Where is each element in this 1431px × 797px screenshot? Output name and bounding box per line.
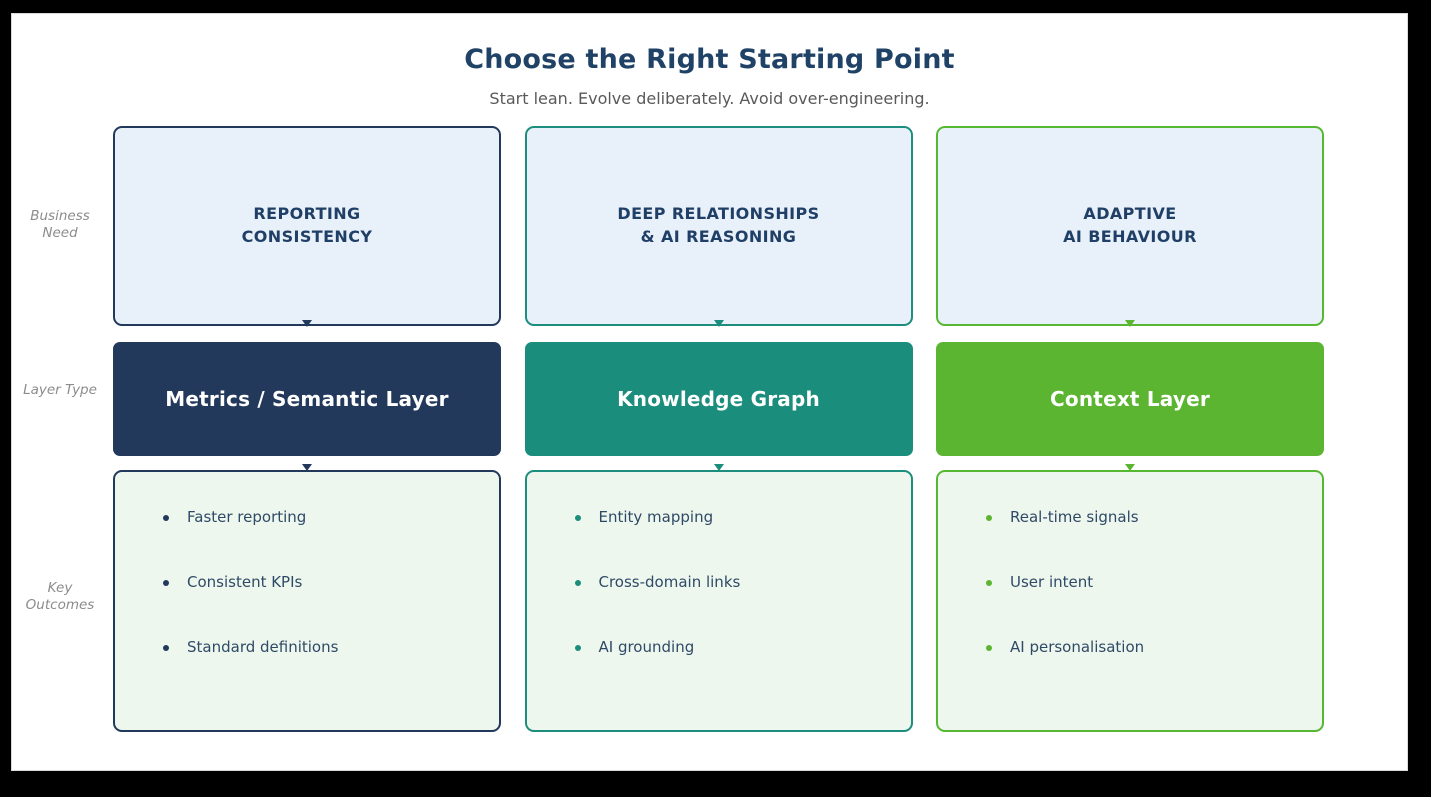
bullet-icon (574, 515, 581, 521)
list-item: Entity mapping (574, 508, 911, 526)
outcome-card-context-layer[interactable]: Real-time signals User intent AI persona… (936, 470, 1324, 732)
column-context-layer: ADAPTIVE AI BEHAVIOUR (936, 126, 1324, 327)
list-item: User intent (986, 573, 1322, 591)
list-item: Faster reporting (163, 508, 499, 526)
layer-bar-label: Knowledge Graph (617, 387, 820, 411)
slide-panel: Choose the Right Starting Point Start le… (12, 14, 1407, 770)
layer-bar-label: Metrics / Semantic Layer (165, 387, 449, 411)
layer-cell-knowledge-graph: Knowledge Graph (524, 342, 913, 471)
need-card-deep-relationships[interactable]: DEEP RELATIONSHIPS & AI REASONING (524, 126, 913, 327)
bullet-icon (163, 515, 169, 521)
bullet-icon (986, 515, 992, 521)
column-knowledge-graph: DEEP RELATIONSHIPS & AI REASONING (524, 126, 913, 327)
list-item: Consistent KPIs (163, 573, 499, 591)
row-key-outcomes: Key Outcomes Faster reporting Consistent… (12, 470, 1407, 732)
outcome-cell-metrics: Faster reporting Consistent KPIs Standar… (113, 470, 501, 732)
list-item: Real-time signals (986, 508, 1322, 526)
list-item: AI personalisation (986, 638, 1322, 656)
layer-bar-knowledge-graph[interactable]: Knowledge Graph (524, 342, 913, 471)
bullet-icon (163, 580, 169, 586)
row-layer-type: Layer Type Metrics / Semantic Layer Know… (12, 342, 1407, 471)
row-business-need: Business Need REPORTING CONSISTENCY DEEP… (12, 126, 1407, 327)
list-item: AI grounding (574, 638, 911, 656)
layer-bar-context-layer[interactable]: Context Layer (936, 342, 1324, 471)
outcome-cell-knowledge-graph: Entity mapping Cross-domain links AI gro… (524, 470, 913, 732)
outcome-label: Entity mapping (598, 508, 714, 526)
comparison-grid: Business Need REPORTING CONSISTENCY DEEP… (12, 126, 1407, 732)
outcome-label: Real-time signals (1010, 508, 1139, 526)
outcome-label: AI grounding (598, 638, 695, 656)
need-card-adaptive-ai-behaviour[interactable]: ADAPTIVE AI BEHAVIOUR (936, 126, 1324, 327)
outcome-label: Faster reporting (187, 508, 307, 526)
outcome-label: Standard definitions (187, 638, 339, 656)
list-item: Standard definitions (163, 638, 499, 656)
outcome-label: User intent (1010, 573, 1094, 591)
bullet-icon (574, 580, 581, 586)
bullet-icon (574, 645, 581, 651)
column-metrics-semantic-layer: REPORTING CONSISTENCY (113, 126, 501, 327)
outcome-label: Consistent KPIs (187, 573, 303, 591)
outcome-card-knowledge-graph[interactable]: Entity mapping Cross-domain links AI gro… (524, 470, 913, 732)
need-card-label: REPORTING CONSISTENCY (241, 204, 373, 246)
outcome-card-metrics-semantic-layer[interactable]: Faster reporting Consistent KPIs Standar… (113, 470, 501, 732)
layer-cell-context-layer: Context Layer (936, 342, 1324, 471)
need-card-label: DEEP RELATIONSHIPS & AI REASONING (617, 204, 820, 246)
need-card-reporting-consistency[interactable]: REPORTING CONSISTENCY (113, 126, 501, 327)
layer-bar-metrics-semantic-layer[interactable]: Metrics / Semantic Layer (113, 342, 501, 471)
need-card-label: ADAPTIVE AI BEHAVIOUR (1063, 204, 1197, 246)
bullet-icon (986, 580, 992, 586)
page-title: Choose the Right Starting Point (464, 44, 955, 75)
outcome-label: Cross-domain links (598, 573, 741, 591)
outcome-cell-context-layer: Real-time signals User intent AI persona… (936, 470, 1324, 732)
bullet-icon (163, 645, 169, 651)
bullet-icon (986, 645, 992, 651)
row-label-layer-type: Layer Type (23, 382, 97, 398)
list-item: Cross-domain links (574, 573, 911, 591)
page-subtitle: Start lean. Evolve deliberately. Avoid o… (489, 89, 930, 108)
row-label-business-need: Business Need (30, 208, 90, 241)
layer-bar-label: Context Layer (1050, 387, 1210, 411)
outcome-label: AI personalisation (1010, 638, 1145, 656)
layer-cell-metrics: Metrics / Semantic Layer (113, 342, 501, 471)
row-label-key-outcomes: Key Outcomes (25, 580, 95, 613)
header: Choose the Right Starting Point Start le… (12, 14, 1407, 108)
